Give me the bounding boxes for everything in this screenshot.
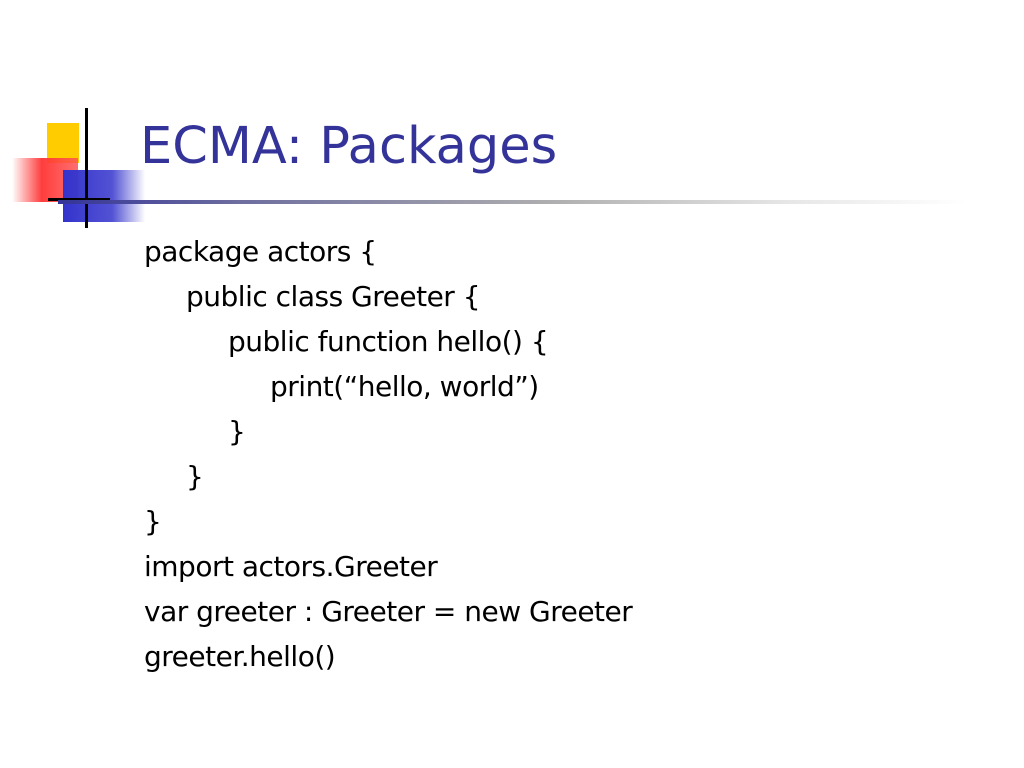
- logo-vertical-line: [85, 108, 88, 228]
- logo-yellow-square: [47, 123, 79, 163]
- code-line: }: [144, 505, 162, 538]
- logo-blue-square: [63, 170, 145, 222]
- code-listing: package actors { public class Greeter { pu…: [144, 229, 633, 679]
- code-line: package actors {: [144, 235, 377, 268]
- title-underline: [58, 200, 968, 204]
- slide-title: ECMA: Packages: [140, 117, 558, 176]
- code-line: }: [228, 415, 246, 448]
- code-line: public class Greeter {: [186, 280, 481, 313]
- code-line: }: [186, 460, 204, 493]
- logo-horizontal-line: [48, 198, 110, 201]
- code-line: import actors.Greeter: [144, 550, 438, 583]
- code-line: greeter.hello(): [144, 640, 336, 673]
- code-line: print(“hello, world”): [270, 370, 539, 403]
- code-line: public function hello() {: [228, 325, 549, 358]
- code-line: var greeter : Greeter = new Greeter: [144, 595, 633, 628]
- stacked-squares-logo-icon: [12, 108, 145, 228]
